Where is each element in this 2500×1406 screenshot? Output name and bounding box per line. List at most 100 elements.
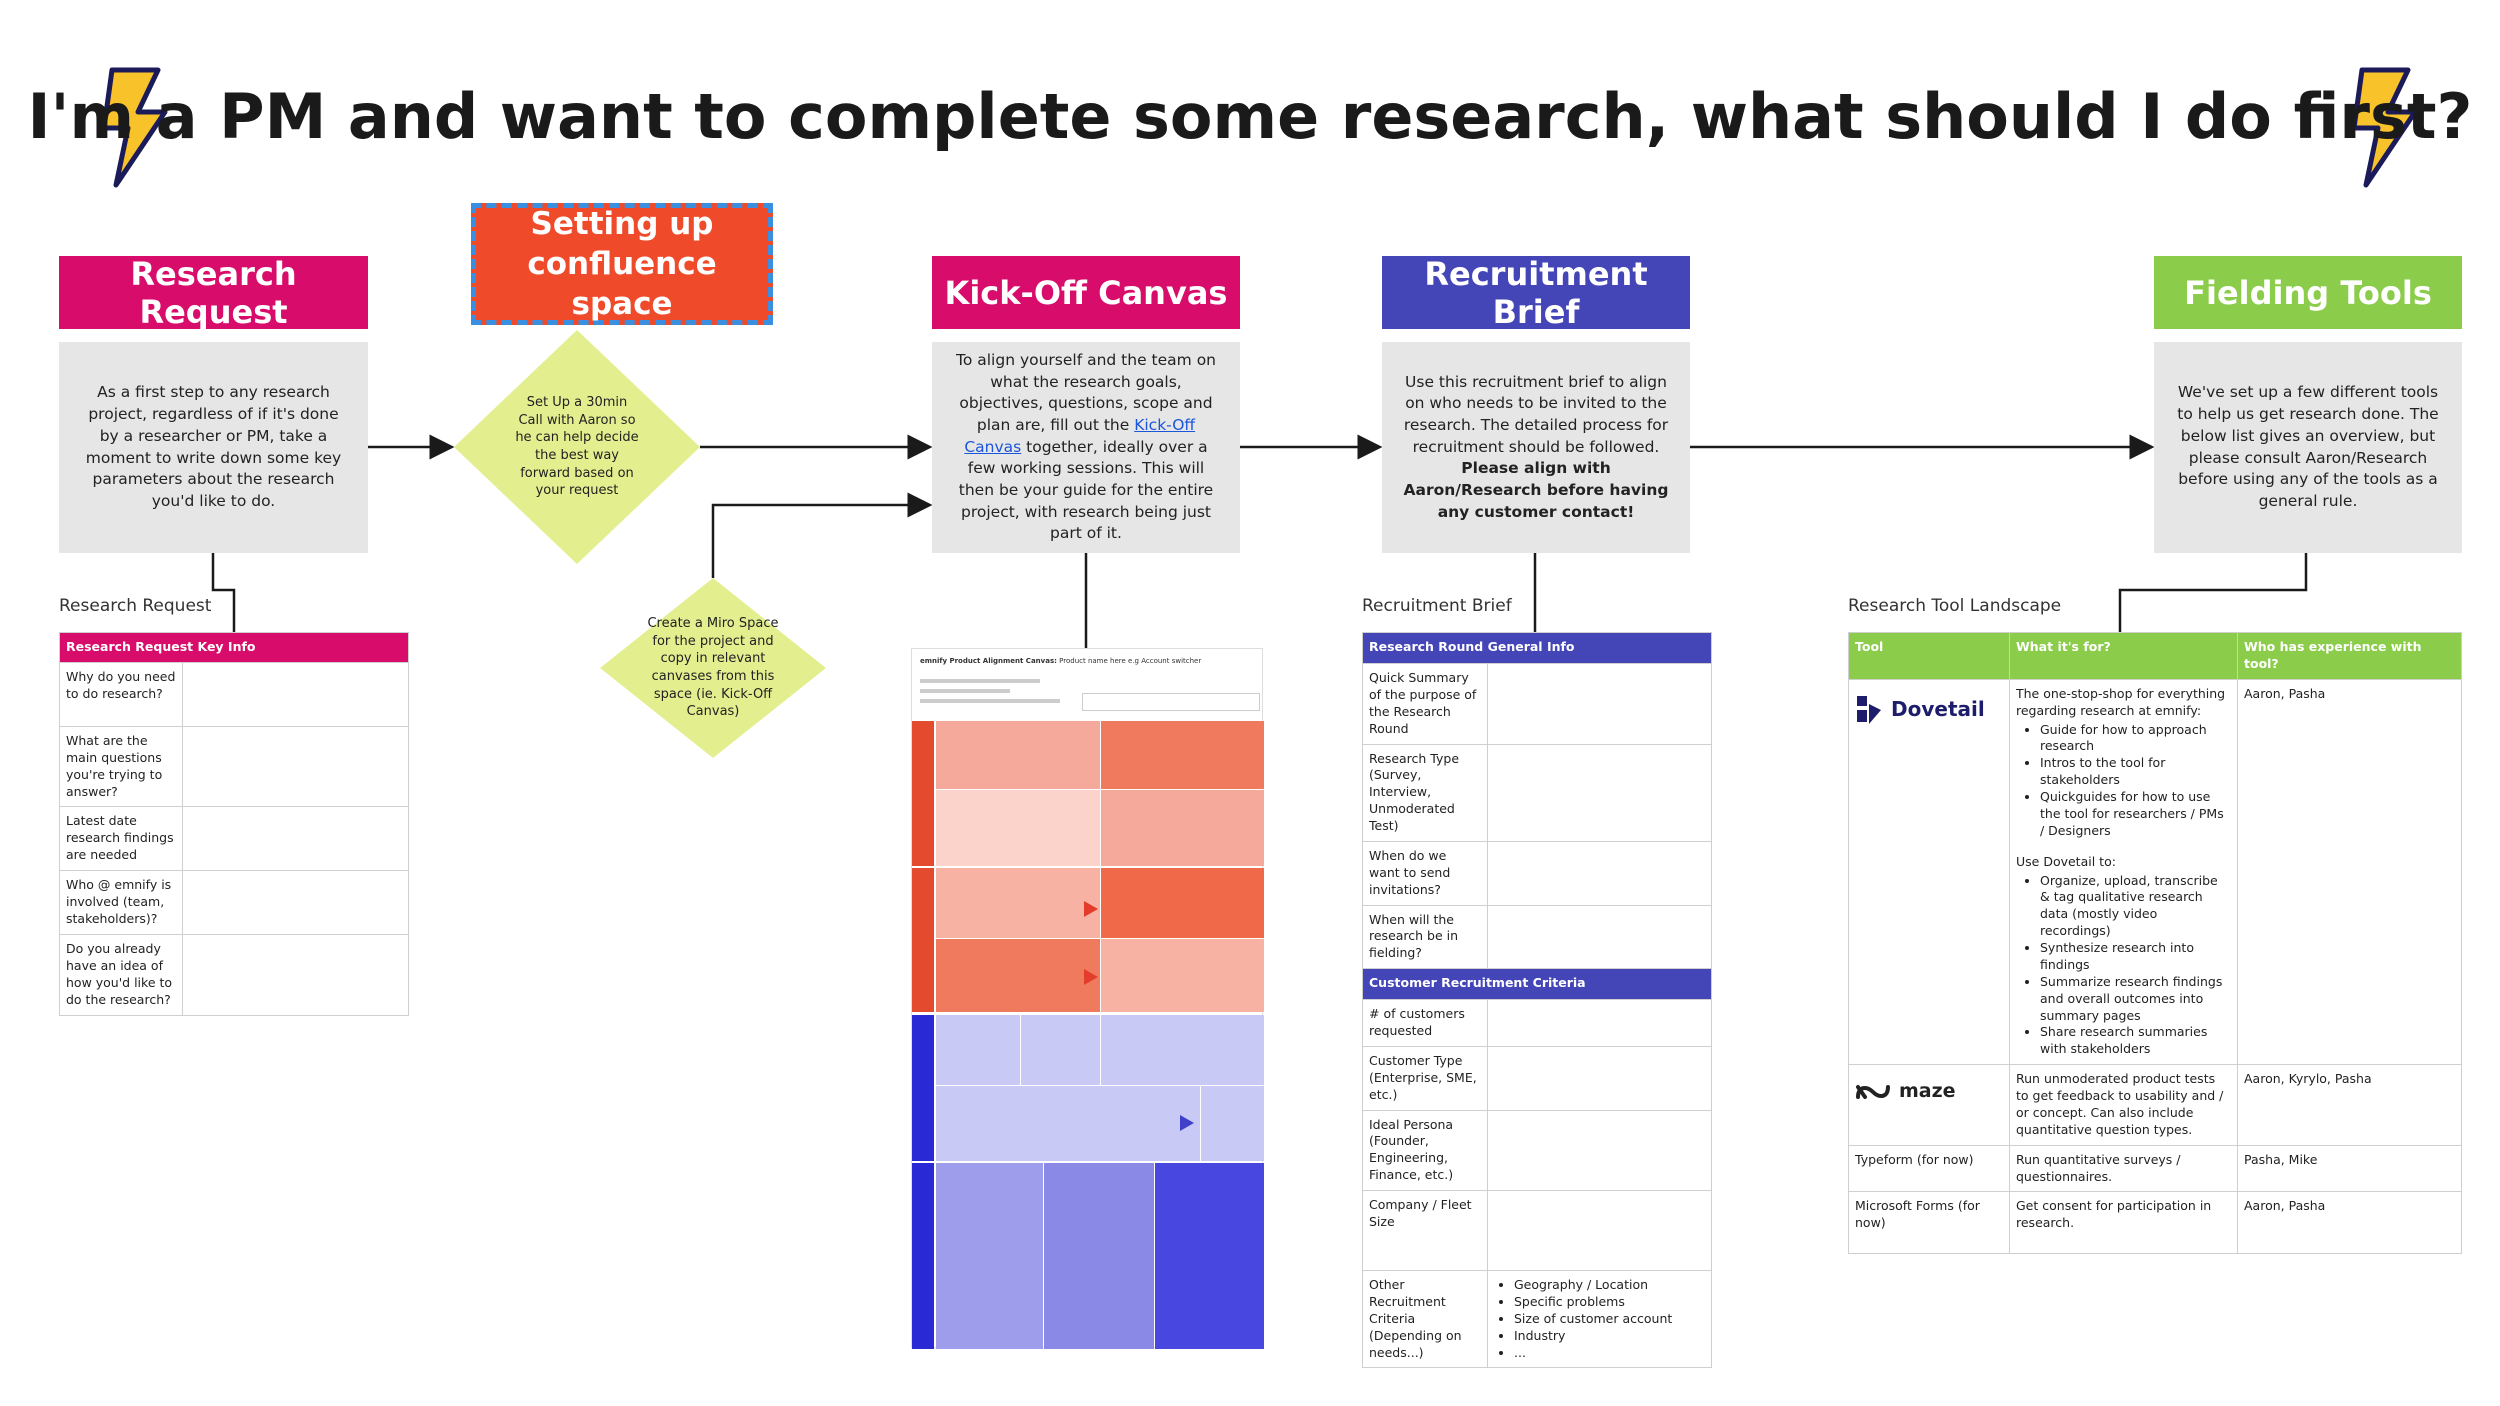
- list-item: Quickguides for how to use the tool for …: [2040, 789, 2231, 840]
- table-row: Research Type (Survey, Interview, Unmode…: [1362, 743, 1488, 842]
- list-item: Industry: [1514, 1328, 1705, 1345]
- fielding-tools-header: Fielding Tools: [2154, 256, 2462, 329]
- maze-what: Run unmoderated product tests to get fee…: [2009, 1064, 2238, 1146]
- typeform-what: Run quantitative surveys / questionnaire…: [2009, 1144, 2238, 1193]
- table-row: Customer Type (Enterprise, SME, etc.): [1362, 1045, 1488, 1111]
- recruitment-section-general: Research Round General Info: [1362, 632, 1712, 664]
- lightning-icon-left: [101, 67, 168, 188]
- table-cell-empty[interactable]: [182, 934, 409, 1016]
- dovetail-logo: Dovetail: [1855, 694, 2003, 726]
- line-request-to-table: [211, 553, 236, 632]
- fielding-tools-description: We've set up a few different tools to he…: [2154, 342, 2462, 553]
- dovetail-icon: [1857, 695, 1881, 724]
- table-row: Latest date research findings are needed: [59, 806, 183, 872]
- page-title: I'm a PM and want to complete some resea…: [27, 80, 2473, 153]
- recruitment-text-bold: Please align with Aaron/Research before …: [1403, 459, 1669, 521]
- table-cell-empty[interactable]: [1487, 904, 1712, 970]
- maze-who: Aaron, Kyrylo, Pasha: [2237, 1064, 2462, 1146]
- tools-header-tool: Tool: [1848, 632, 2010, 680]
- list-item: Geography / Location: [1514, 1277, 1705, 1294]
- table-row: Why do you need to do research?: [59, 661, 183, 727]
- tools-header-who: Who has experience with tool?: [2237, 632, 2462, 680]
- miro-diamond-text: Create a Miro Space for the project and …: [647, 616, 779, 720]
- table-row: When do we want to send invitations?: [1362, 840, 1488, 906]
- table-row: Other Recruitment Criteria (Depending on…: [1362, 1269, 1488, 1369]
- recruitment-brief-caption: Recruitment Brief: [1362, 596, 1512, 616]
- table-cell-empty[interactable]: [182, 806, 409, 872]
- research-request-description: As a first step to any research project,…: [59, 342, 368, 553]
- table-cell-empty[interactable]: [1487, 1109, 1712, 1191]
- table-cell-empty[interactable]: [1487, 1045, 1712, 1111]
- table-cell-empty[interactable]: [1487, 743, 1712, 842]
- kickoff-canvas-preview[interactable]: emnify Product Alignment Canvas: Product…: [911, 648, 1264, 1349]
- list-item: Specific problems: [1514, 1294, 1705, 1311]
- dovetail-intro: The one-stop-shop for everything regardi…: [2016, 685, 2226, 718]
- list-item: Summarize research findings and overall …: [2040, 974, 2231, 1025]
- table-row: Who @ emnify is involved (team, stakehol…: [59, 870, 183, 936]
- list-item: Guide for how to approach research: [2040, 722, 2231, 756]
- dovetail-who: Aaron, Pasha: [2237, 678, 2462, 1066]
- lightning-icon-right: [2351, 67, 2418, 188]
- tools-header-what: What it's for?: [2009, 632, 2238, 680]
- list-item: Organize, upload, transcribe & tag quali…: [2040, 873, 2231, 941]
- maze-icon: [1856, 1084, 1890, 1099]
- maze-logo: maze: [1855, 1079, 2003, 1105]
- table-cell-empty[interactable]: [182, 661, 409, 727]
- tool-landscape-table: Tool What it's for? Who has experience w…: [1848, 632, 2462, 1255]
- list-item: Intros to the tool for stakeholders: [2040, 755, 2231, 789]
- kickoff-canvas-link[interactable]: Kick-Off Canvas: [964, 415, 1196, 456]
- research-request-header: Research Request: [59, 255, 368, 331]
- table-row: When will the research be in fielding?: [1362, 904, 1488, 970]
- call-diamond-text: Set Up a 30min Call with Aaron so he can…: [515, 395, 639, 499]
- table-cell-empty[interactable]: [1487, 999, 1712, 1047]
- table-cell-empty[interactable]: [1487, 663, 1712, 745]
- table-row: # of customers requested: [1362, 999, 1488, 1047]
- dovetail-use-label: Use Dovetail to:: [2016, 853, 2116, 869]
- canvas-preview-title: emnify Product Alignment Canvas: Product…: [920, 657, 1202, 665]
- list-item: ...: [1514, 1345, 1705, 1362]
- miro-diamond-shape: [600, 578, 826, 758]
- research-request-table-header: Research Request Key Info: [59, 632, 409, 663]
- recruitment-section-criteria: Customer Recruitment Criteria: [1362, 968, 1712, 1001]
- kickoff-canvas-header: Kick-Off Canvas: [932, 256, 1240, 329]
- kickoff-text-post: together, ideally over a few working ses…: [958, 437, 1214, 543]
- recruitment-brief-description: Use this recruitment brief to align on w…: [1382, 342, 1690, 553]
- recruitment-text: Use this recruitment brief to align on w…: [1403, 372, 1669, 456]
- msforms-name: Microsoft Forms (for now): [1848, 1191, 2010, 1255]
- confluence-space-header: Setting up confluence space: [471, 203, 773, 325]
- other-criteria-list: Geography / Location Specific problems S…: [1487, 1269, 1712, 1369]
- recruitment-brief-header: Recruitment Brief: [1382, 255, 1690, 331]
- call-diamond-shape: [454, 330, 700, 564]
- tool-landscape-caption: Research Tool Landscape: [1848, 596, 2062, 616]
- line-fielding-to-table: [2118, 553, 2308, 632]
- table-row: Quick Summary of the purpose of the Rese…: [1362, 663, 1488, 745]
- typeform-who: Pasha, Mike: [2237, 1144, 2462, 1193]
- table-cell-empty[interactable]: [1487, 840, 1712, 906]
- confluence-line2: confluence space: [527, 245, 717, 323]
- table-cell-empty[interactable]: [1487, 1190, 1712, 1271]
- table-row: Microsoft Forms (for now) Get consent fo…: [1848, 1191, 2462, 1255]
- table-row: maze Run unmoderated product tests to ge…: [1848, 1064, 2462, 1146]
- msforms-who: Aaron, Pasha: [2237, 1191, 2462, 1255]
- confluence-line1: Setting up: [530, 205, 714, 242]
- table-row: Do you already have an idea of how you'd…: [59, 934, 183, 1016]
- kickoff-canvas-description: To align yourself and the team on what t…: [932, 342, 1240, 553]
- table-row: Dovetail The one-stop-shop for everythin…: [1848, 678, 2462, 1066]
- arrow-miro-to-kickoff: [711, 492, 933, 578]
- table-row: What are the main questions you're tryin…: [59, 725, 183, 808]
- research-request-table: Research Request Key Info Why do you nee…: [59, 632, 409, 1016]
- table-cell-empty[interactable]: [182, 725, 409, 808]
- typeform-name: Typeform (for now): [1848, 1144, 2010, 1193]
- table-row: Typeform (for now) Run quantitative surv…: [1848, 1144, 2462, 1193]
- kickoff-text-pre: To align yourself and the team on what t…: [956, 350, 1216, 434]
- table-cell-empty[interactable]: [182, 870, 409, 936]
- table-row: Ideal Persona (Founder, Engineering, Fin…: [1362, 1109, 1488, 1191]
- list-item: Size of customer account: [1514, 1311, 1705, 1328]
- table-row: Company / Fleet Size: [1362, 1190, 1488, 1271]
- msforms-what: Get consent for participation in researc…: [2009, 1191, 2238, 1255]
- recruitment-brief-table: Research Round General Info Quick Summar…: [1362, 632, 1712, 1369]
- list-item: Share research summaries with stakeholde…: [2040, 1024, 2231, 1058]
- research-request-caption: Research Request: [59, 596, 212, 616]
- list-item: Synthesize research into findings: [2040, 940, 2231, 974]
